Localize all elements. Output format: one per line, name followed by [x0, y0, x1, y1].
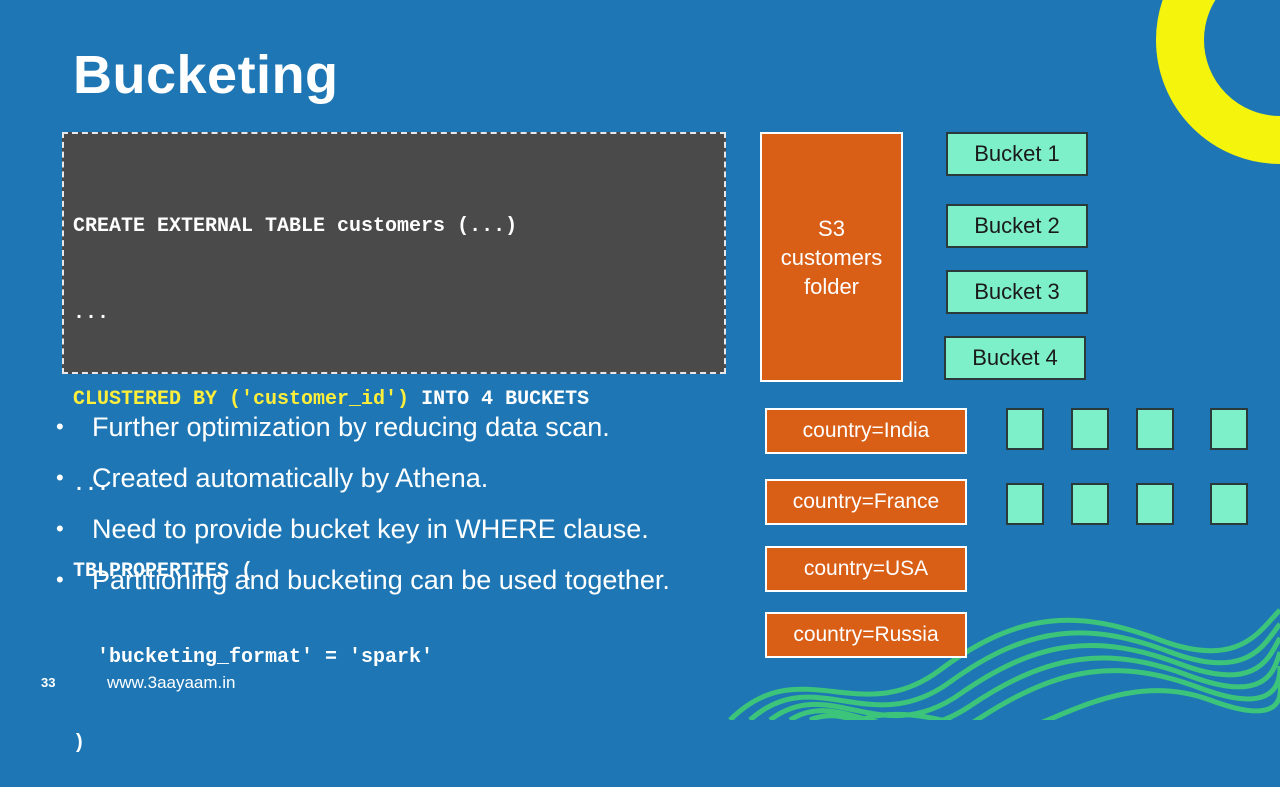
code-line: CREATE EXTERNAL TABLE customers (...): [73, 215, 518, 239]
bucket-box: Bucket 2: [946, 204, 1088, 248]
bucket-square: [1210, 408, 1248, 450]
bucket-square: [1006, 408, 1044, 450]
code-line: TBLPROPERTIES (: [73, 559, 254, 583]
s3-customers-folder-box: S3 customers folder: [760, 132, 903, 382]
bullet-dot-icon: •: [56, 516, 64, 541]
bucket-square: [1071, 483, 1109, 525]
bullet-item: •Further optimization by reducing data s…: [56, 407, 670, 458]
clustered-by-clause: CLUSTERED BY ('customer_id'): [73, 387, 410, 411]
bullet-item: •Partitioning and bucketing can be used …: [56, 560, 670, 611]
yellow-ring-decoration: [1156, 0, 1280, 164]
slide-title: Bucketing: [73, 45, 339, 105]
bullet-item: •Need to provide bucket key in WHERE cla…: [56, 509, 670, 560]
bucket-box: Bucket 1: [946, 132, 1088, 176]
bullet-dot-icon: •: [56, 414, 64, 439]
bucket-square: [1210, 483, 1248, 525]
bullet-dot-icon: •: [56, 567, 64, 592]
code-line-highlighted: CLUSTERED BY ('customer_id') INTO 4 BUCK…: [73, 387, 590, 411]
bullet-dot-icon: •: [56, 465, 64, 490]
bullet-item: •Created automatically by Athena.: [56, 458, 670, 509]
bucket-square: [1071, 408, 1109, 450]
code-line: ...: [73, 473, 110, 497]
bucket-square: [1136, 483, 1174, 525]
bucket-box: Bucket 3: [946, 270, 1088, 314]
partition-box: country=France: [765, 479, 967, 525]
partition-box: country=USA: [765, 546, 967, 592]
code-block: CREATE EXTERNAL TABLE customers (...) ..…: [62, 132, 726, 755]
code-line: ...: [73, 301, 110, 325]
bucket-square: [1006, 483, 1044, 525]
partition-box: country=India: [765, 408, 967, 454]
website-footer: www.3aayaam.in: [107, 673, 236, 692]
page-number: 33: [41, 675, 56, 690]
bullet-list: •Further optimization by reducing data s…: [56, 407, 670, 611]
bucket-box: Bucket 4: [944, 336, 1086, 380]
code-line: ): [73, 732, 86, 756]
partition-box: country=Russia: [765, 612, 967, 658]
bucket-square: [1136, 408, 1174, 450]
wave-lines-decoration: [728, 608, 1280, 720]
code-line: 'bucketing_format' = 'spark': [73, 645, 434, 669]
